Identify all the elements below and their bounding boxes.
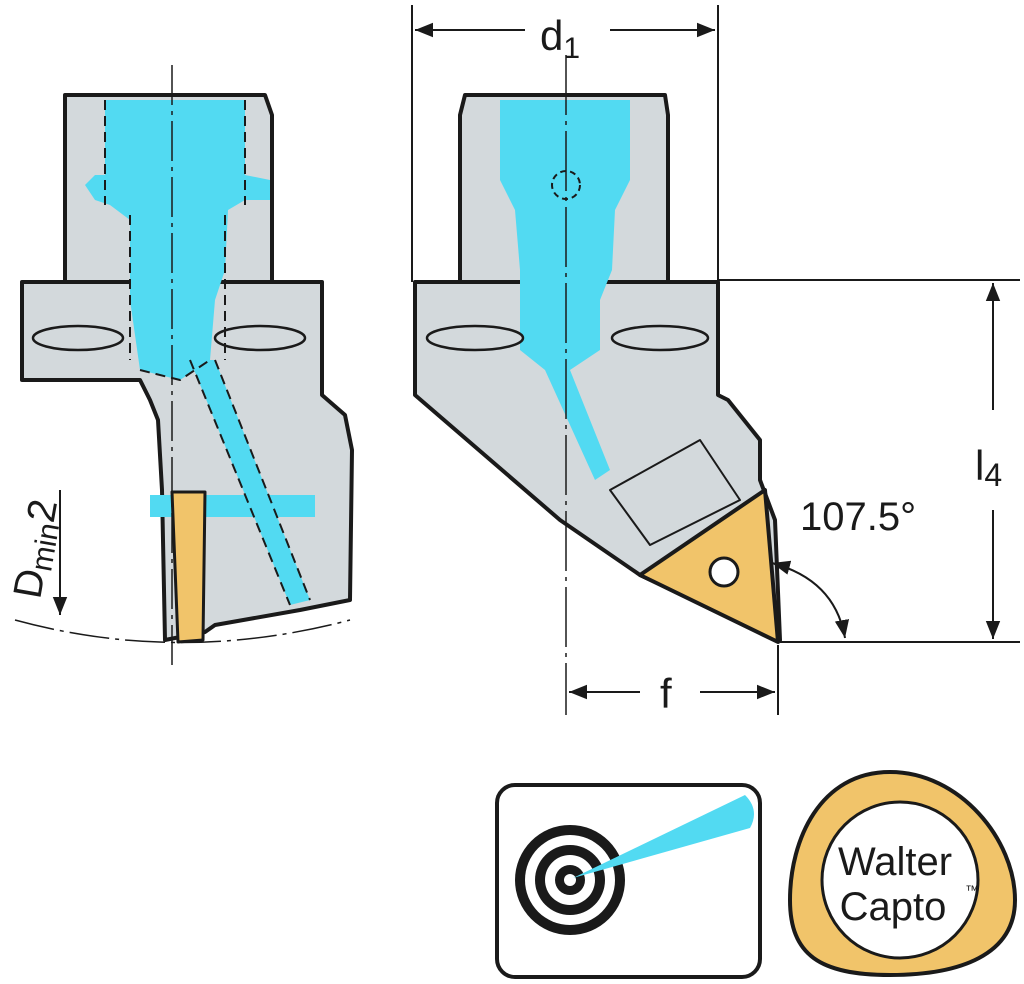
side-view — [14, 65, 354, 665]
side-view-slot-left — [31, 324, 125, 352]
svg-text:™: ™ — [965, 882, 979, 898]
f-label: f — [660, 670, 672, 717]
dmin2-label: Dmin2 — [6, 496, 71, 602]
front-view-slot-left — [425, 324, 525, 352]
coolant-icon — [495, 783, 762, 979]
insert-screw-hole — [708, 556, 740, 588]
svg-text:Walter: Walter — [838, 840, 952, 884]
side-view-coolant — [85, 100, 270, 380]
angle-label: 107.5° — [800, 495, 916, 539]
d1-label: d1 — [540, 12, 580, 65]
dimension-lines — [411, 5, 1020, 715]
walter-capto-logo: Walter Capto ™ — [787, 769, 1018, 978]
front-view-slot-right — [610, 324, 710, 352]
front-view — [413, 55, 782, 715]
l4-label: l4 — [975, 442, 1002, 493]
front-view-coolant — [500, 100, 630, 480]
cutting-insert — [638, 488, 780, 644]
svg-text:Capto: Capto — [840, 885, 947, 929]
side-view-slot-right — [213, 324, 307, 352]
side-view-insert — [170, 490, 207, 644]
